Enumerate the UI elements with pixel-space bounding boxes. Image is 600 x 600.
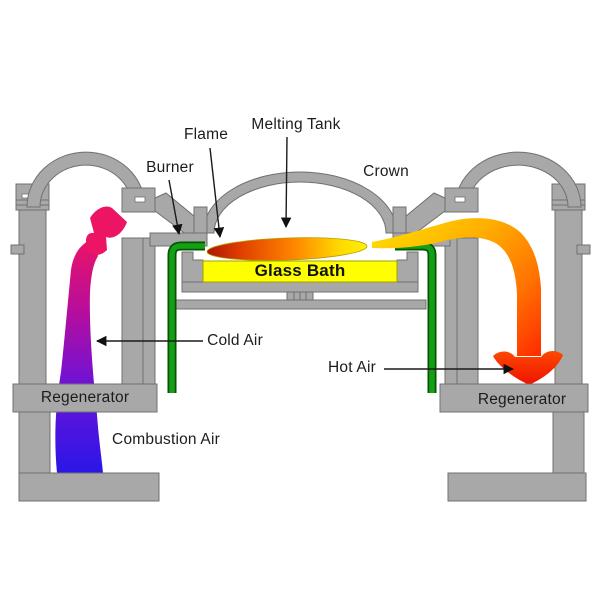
right-column-tab	[576, 244, 591, 255]
left-inner-cap-slot	[134, 196, 146, 203]
burner-label: Burner	[146, 159, 194, 176]
crown-right-block	[392, 206, 407, 234]
tank-base-slab	[173, 299, 427, 310]
right-regenerator-bar	[439, 383, 589, 413]
melting-tank-structure	[173, 251, 427, 310]
regenerator-housings	[12, 383, 589, 502]
tank-floor	[181, 281, 419, 293]
left-inner-column	[121, 237, 156, 386]
right-inner-cap-slot	[454, 196, 466, 203]
right-inner-column	[444, 237, 479, 386]
flame-leader-arrow	[209, 147, 225, 239]
crown-left-block	[193, 206, 208, 234]
melting-tank-label: Melting Tank	[251, 116, 341, 133]
combustion-air-arrowhead	[86, 206, 127, 255]
crown-label: Crown	[363, 163, 409, 180]
hot-air-label: Hot Air	[328, 359, 376, 376]
regenerator-left-label: Regenerator	[40, 389, 130, 406]
right-regenerator-tower	[392, 151, 591, 386]
cold-air-label: Cold Air	[207, 332, 263, 349]
flame-shape	[206, 237, 368, 261]
hot-air-arrowhead	[493, 351, 563, 385]
hot-air-flow	[372, 218, 541, 356]
right-base	[447, 472, 587, 502]
combustion-air-stream	[55, 206, 127, 473]
crown-arch	[202, 171, 398, 234]
combustion-air-flow	[55, 238, 103, 473]
cold-air-pipes	[167, 241, 437, 393]
right-lower-wall	[552, 411, 585, 475]
leader-lines	[95, 136, 515, 375]
regenerator-right-label: Regenerator	[477, 391, 567, 408]
cold-air-pipe-right	[395, 243, 435, 393]
left-column-tab	[10, 244, 25, 255]
left-regenerator-tower	[10, 151, 208, 386]
glass-bath	[202, 260, 398, 283]
combustion-air-label: Combustion Air	[112, 431, 220, 448]
melting-tank-leader-arrow	[280, 136, 292, 229]
left-lower-wall	[18, 411, 51, 475]
left-outer-column	[18, 185, 47, 386]
left-base	[18, 472, 160, 502]
burner-leader-arrow	[168, 179, 183, 236]
left-regenerator-bar	[12, 383, 158, 413]
cold-air-pipe-left	[169, 243, 205, 393]
glass-bath-label: Glass Bath	[254, 261, 346, 280]
flame-label: Flame	[183, 126, 229, 143]
hot-air-stream	[372, 218, 563, 385]
right-arch	[454, 151, 582, 208]
right-outer-column	[554, 185, 583, 386]
